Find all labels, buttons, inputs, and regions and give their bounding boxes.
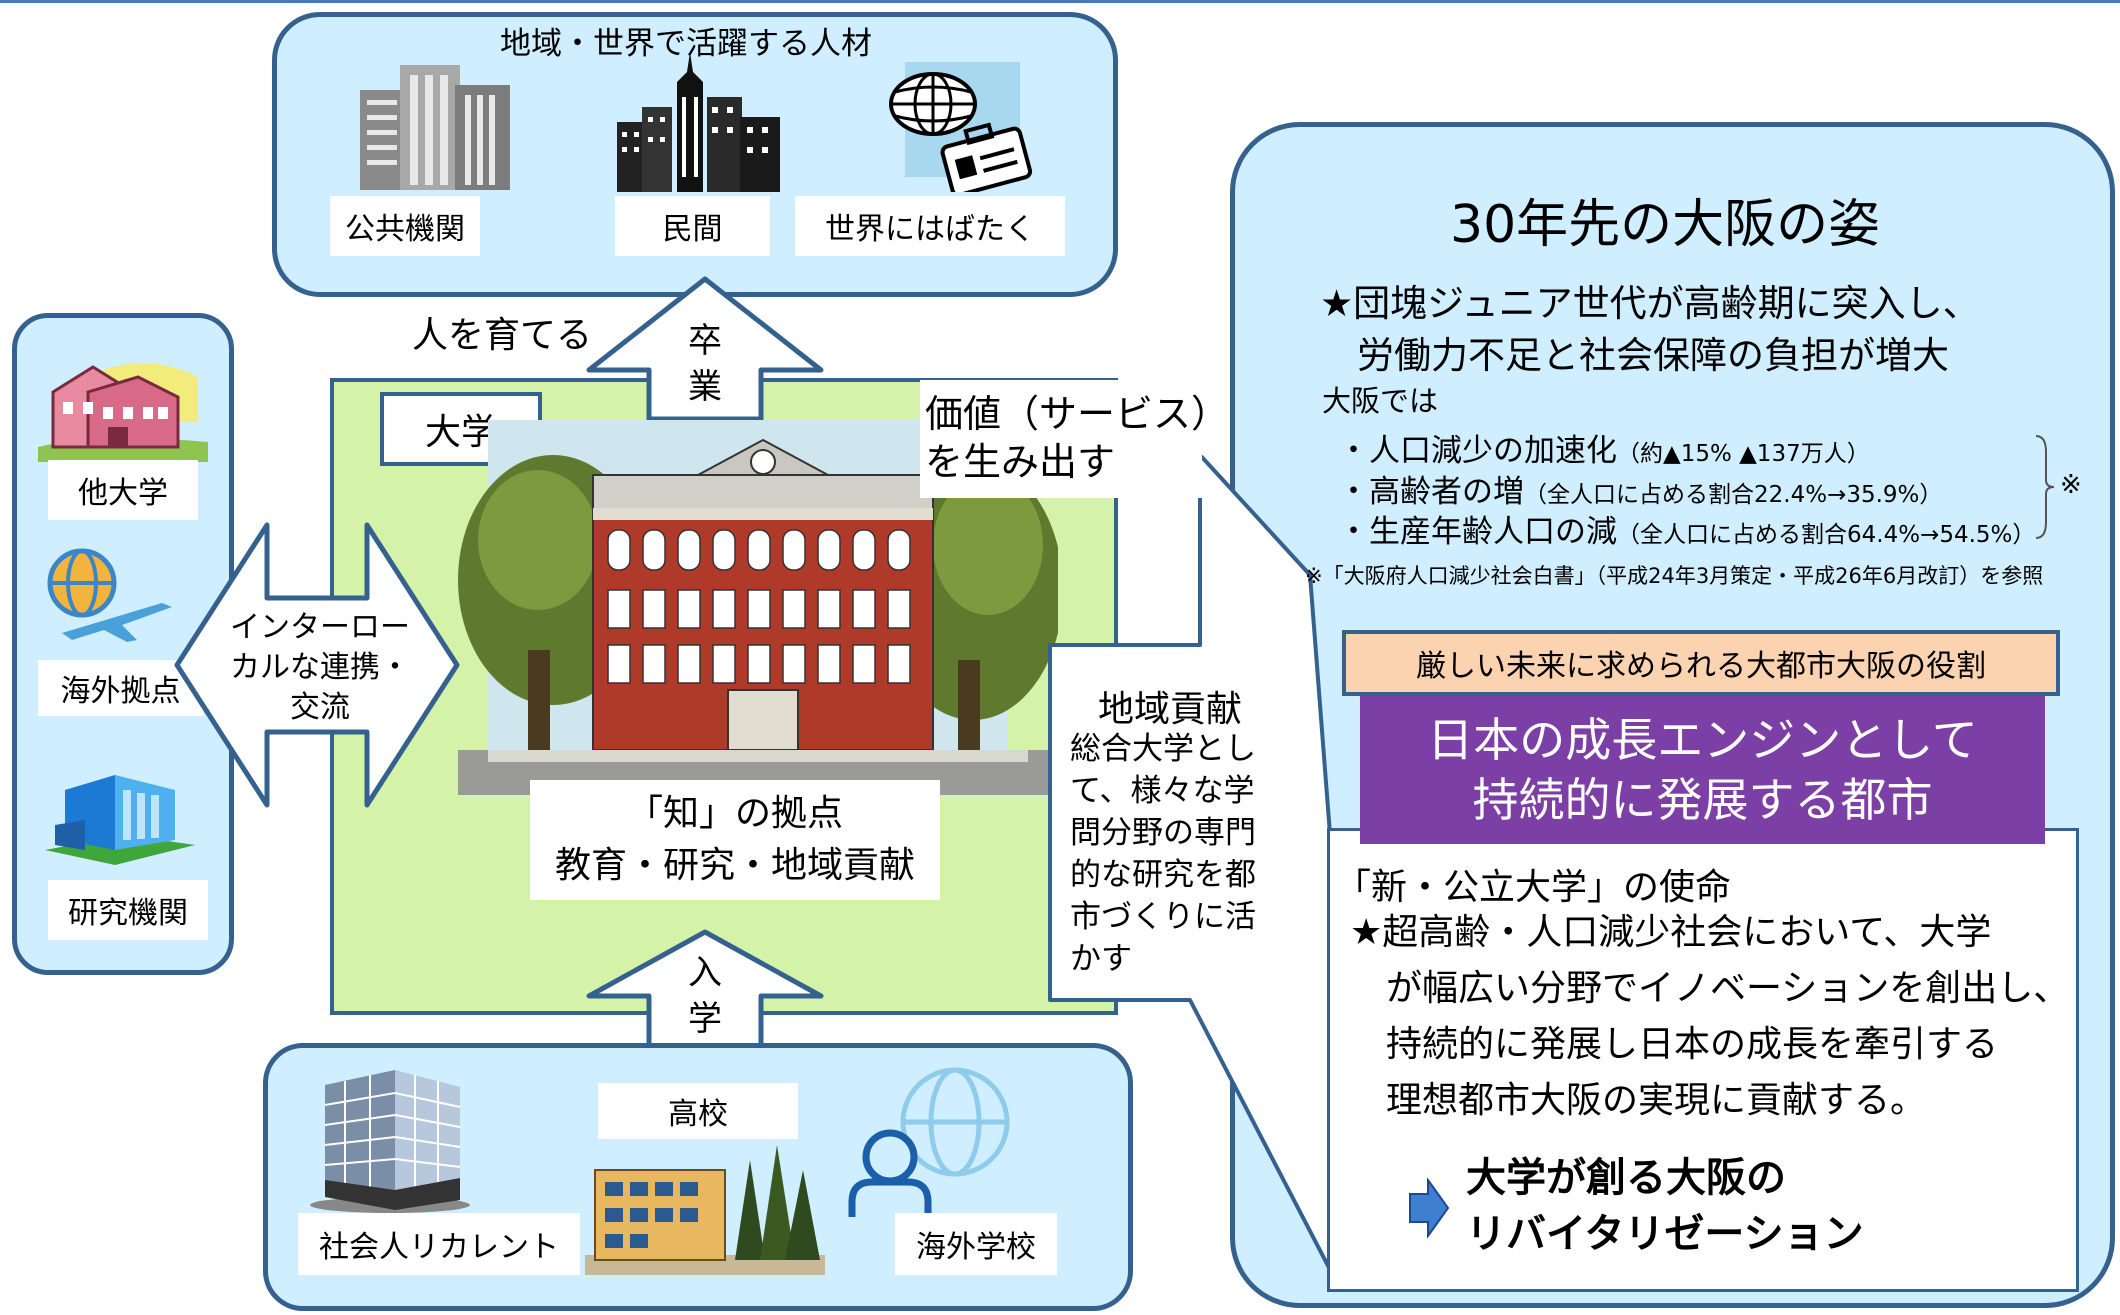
demographic-point: ★団塊ジュニア世代が高齢期に突入し、 労働力不足と社会保障の負担が増大 — [1320, 282, 1980, 377]
research-building-icon — [45, 775, 195, 865]
label-public-institution: 公共機関 — [330, 196, 480, 256]
regional-contribution-title: 地域貢献 — [1098, 689, 1243, 730]
globe-briefcase-icon — [889, 62, 1033, 192]
value-callout-bg — [920, 380, 1202, 498]
graduates-title: 地域・世界で活躍する人材 — [500, 26, 872, 62]
value-creation-label-overlay: 価値（サービス） を生み出す — [925, 392, 1230, 484]
graduation-label: 卒 業 — [688, 321, 722, 407]
stat-row: ・生産年齢人口の減（全人口に占める割合64.4%→54.5%） — [1338, 506, 2035, 551]
stat-detail: （約▲15% ▲137万人） — [1617, 441, 1870, 467]
label-overseas-bases: 海外拠点 — [38, 660, 203, 716]
label-overseas-schools: 海外学校 — [895, 1213, 1057, 1275]
label-go-global: 世界にはばたく — [795, 196, 1065, 256]
mission-title: 「新・公立大学」の使命 — [1335, 867, 1732, 908]
revitalization-label: 大学が創る大阪の リバイタリゼーション — [1466, 1155, 1864, 1257]
osaka-future-title: 30年先の大阪の姿 — [1450, 195, 1881, 255]
stat-detail: （全人口に占める割合64.4%→54.5%） — [1617, 522, 2036, 548]
role-main: 日本の成長エンジンとして 持続的に発展する都市 — [1360, 696, 2045, 844]
role-header: 厳しい未来に求められる大都市大阪の役割 — [1342, 630, 2060, 696]
school-building-icon — [585, 1145, 825, 1275]
stat-main: ・人口減少の加速化 — [1338, 433, 1617, 469]
stat-detail: （全人口に占める割合22.4%→35.9%） — [1524, 482, 1943, 508]
interlocal-label: インターロー カルな連携・ 交流 — [230, 610, 410, 725]
regional-contribution-body: 総合大学とし て、様々な学 問分野の専門 的な研究を都 市づくりに活 かす — [1070, 731, 1256, 977]
person-globe-icon — [848, 1067, 1010, 1217]
label-other-universities: 他大学 — [48, 460, 198, 520]
stat-main: ・生産年齢人口の減 — [1338, 514, 1617, 550]
label-private-sector: 民間 — [615, 196, 770, 256]
office-building-icon — [360, 65, 510, 190]
label-adult-recurrent: 社会人リカレント — [298, 1213, 580, 1275]
stats-bracket — [2035, 435, 2055, 539]
stat-row: ・高齢者の増（全人口に占める割合22.4%→35.9%） — [1338, 466, 1942, 511]
interlocal-arrow — [174, 522, 460, 808]
knowledge-hub-label: 「知」の拠点 教育・研究・地域貢献 — [530, 780, 940, 900]
graduation-arrow — [586, 276, 824, 422]
globe-airplane-icon — [47, 548, 172, 642]
city-skyline-icon — [617, 52, 780, 192]
osaka-label: 大阪では — [1322, 384, 1439, 418]
university-building-icon — [38, 363, 208, 462]
label-research-institutes: 研究機関 — [48, 880, 208, 940]
mission-body: ★超高齢・人口減少社会において、大学 が幅広い分野でイノベーションを創出し、 持… — [1350, 912, 2070, 1121]
enrollment-label: 入 学 — [688, 953, 722, 1039]
office-tower-icon — [310, 1070, 470, 1213]
label-high-school: 高校 — [598, 1083, 798, 1139]
header-line — [0, 0, 2120, 3]
stat-row: ・人口減少の加速化（約▲15% ▲137万人） — [1338, 425, 1870, 470]
right-arrow-icon — [1409, 1178, 1450, 1238]
stat-main: ・高齢者の増 — [1338, 474, 1524, 510]
bracket-mark: ※ — [2060, 470, 2082, 500]
develop-people-label: 人を育てる — [412, 315, 593, 356]
source-note: ※「大阪府人口減少社会白書」（平成24年3月策定・平成26年6月改訂）を参照 — [1305, 564, 2044, 588]
